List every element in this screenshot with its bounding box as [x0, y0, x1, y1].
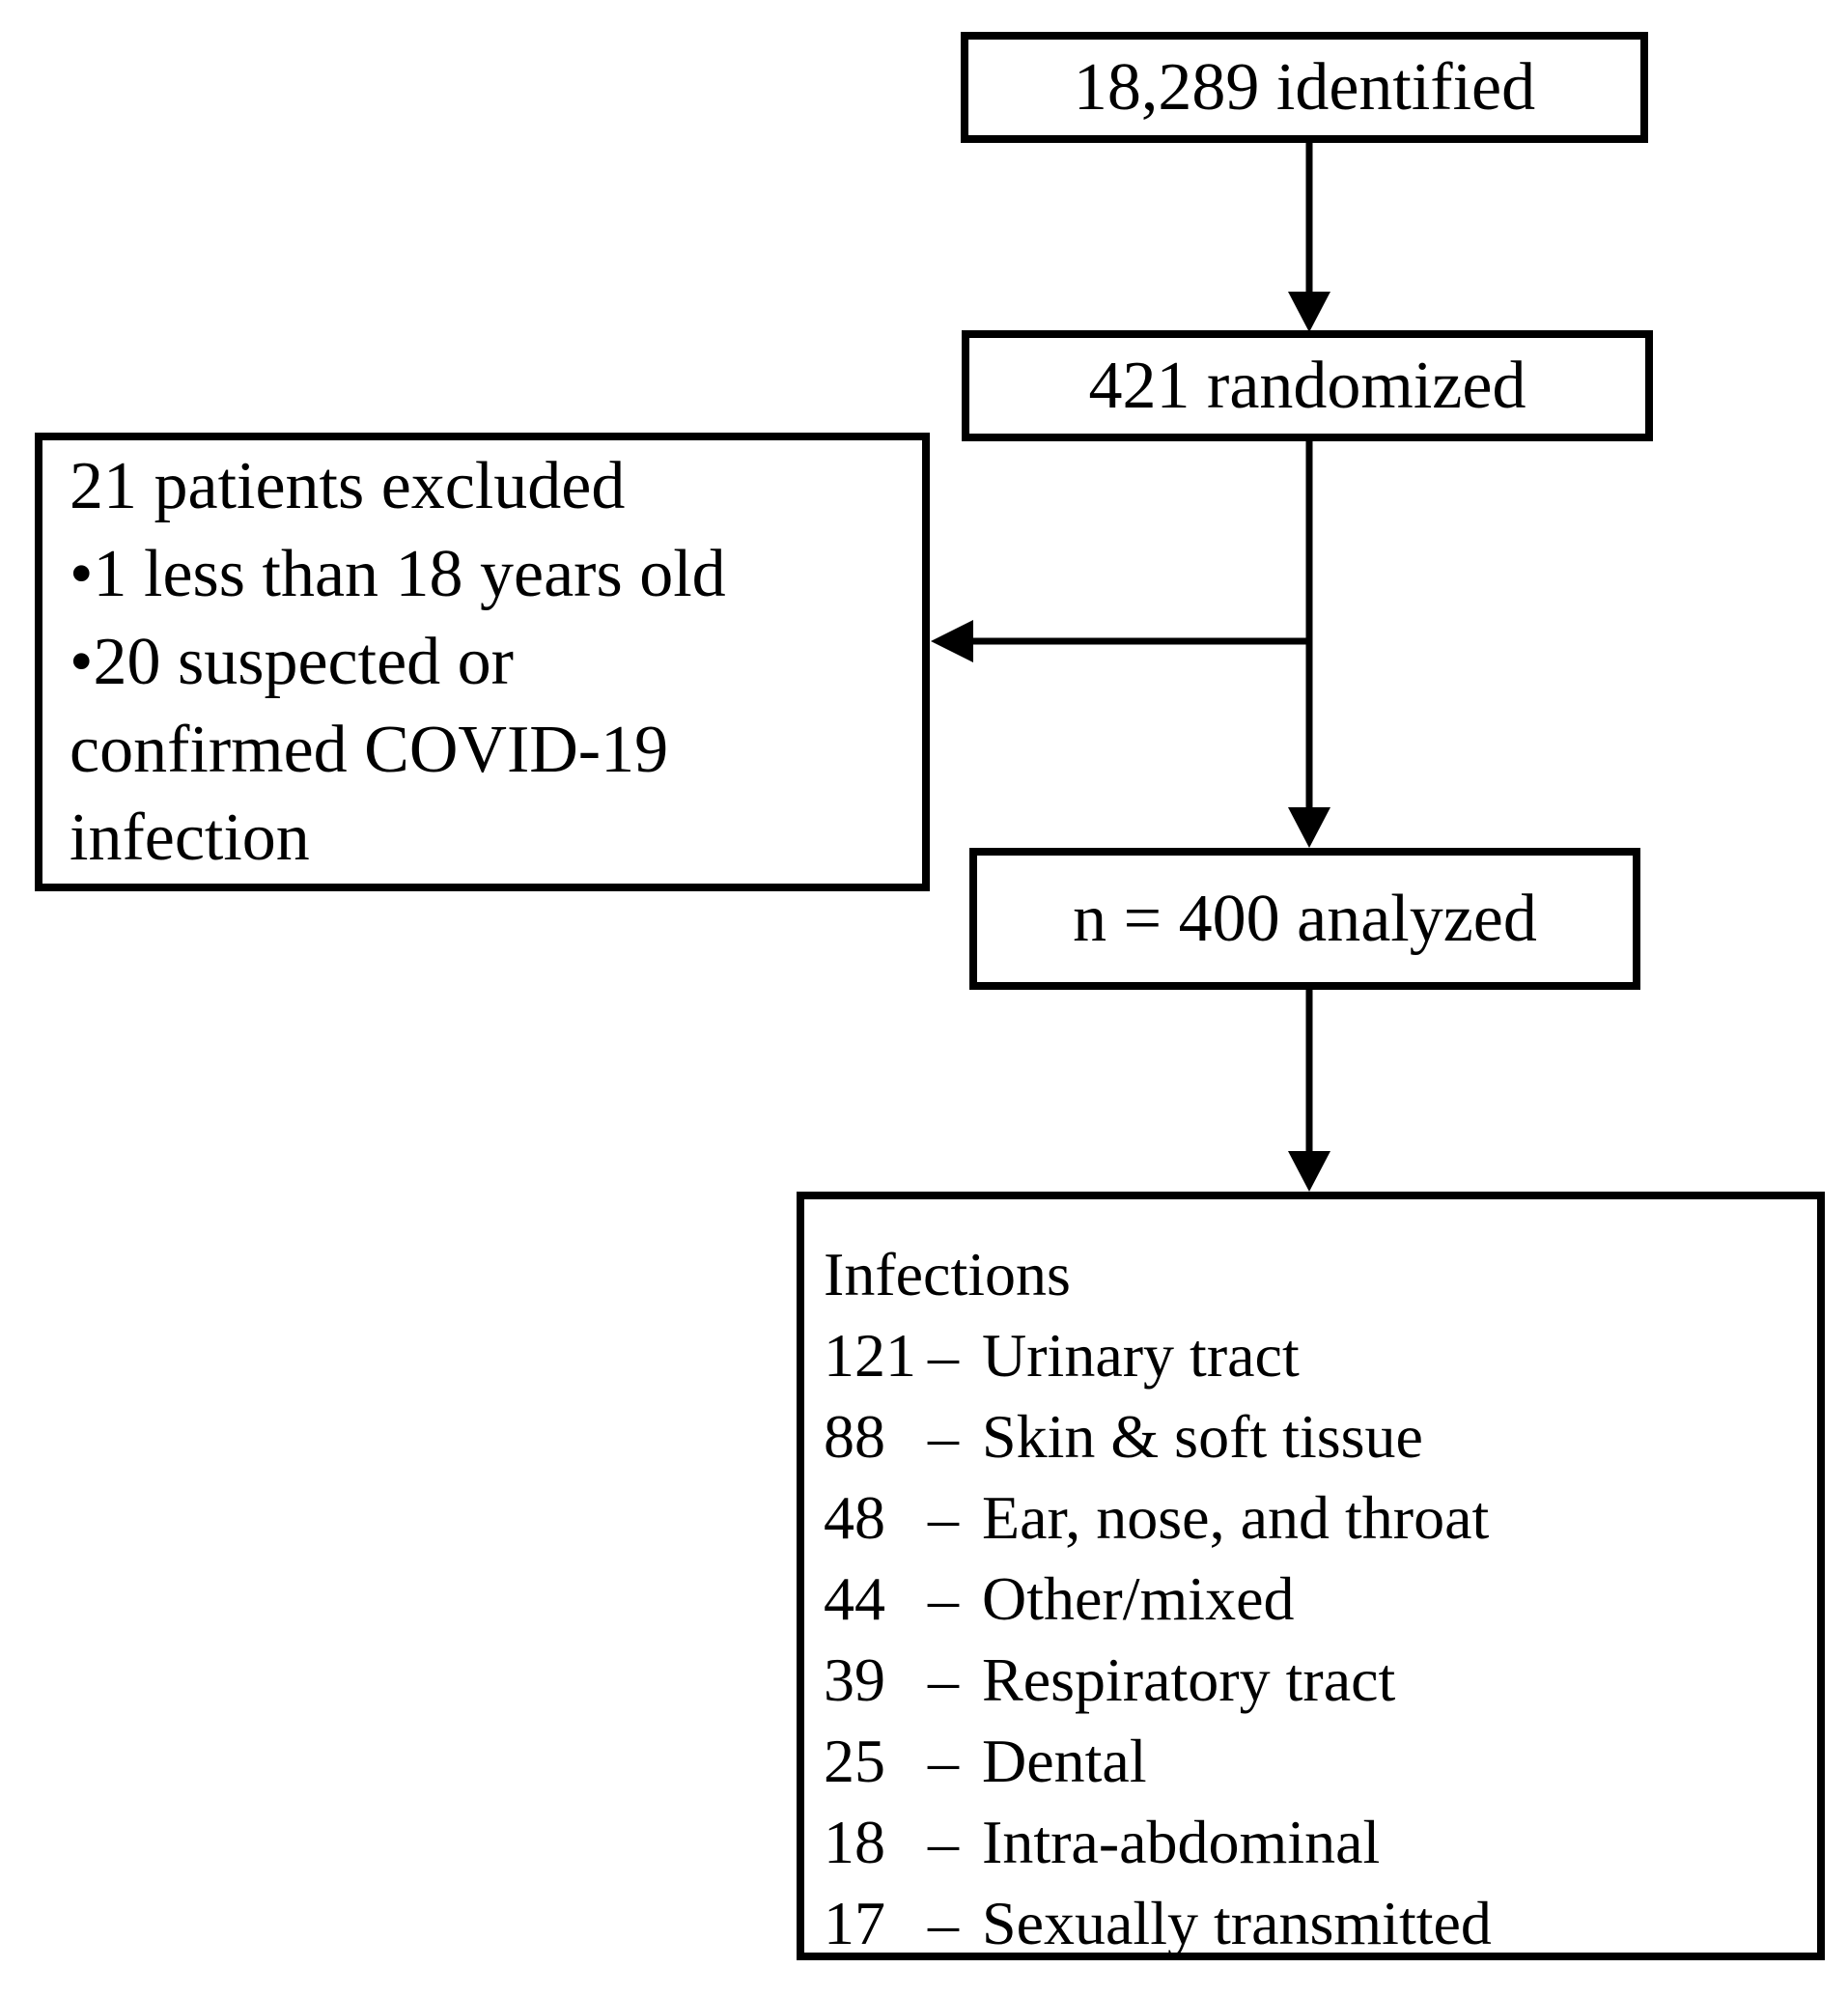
box-randomized: 421 randomized: [962, 330, 1653, 441]
infections-title: Infections: [824, 1240, 1071, 1308]
identified-label: 18,289 identified: [1073, 49, 1536, 125]
separator-dash: –: [928, 1402, 959, 1471]
infection-label: Intra-abdominal: [982, 1808, 1381, 1876]
infection-count: 48: [824, 1483, 885, 1552]
arrow-identified-to-randomized: [1288, 143, 1330, 332]
separator-dash: –: [928, 1564, 959, 1633]
infection-item: 25–Dental: [824, 1721, 1147, 1802]
excluded-line: •1 less than 18 years old: [70, 537, 726, 611]
infection-label: Skin & soft tissue: [982, 1402, 1423, 1471]
infection-item: 44–Other/mixed: [824, 1559, 1294, 1640]
infection-count: 39: [824, 1645, 885, 1714]
infection-count: 44: [824, 1564, 885, 1633]
infection-count: 121: [824, 1321, 916, 1390]
infection-count: 88: [824, 1402, 885, 1471]
infection-item: 18–Intra-abdominal: [824, 1802, 1380, 1883]
separator-dash: –: [928, 1808, 959, 1876]
infection-label: Sexually transmitted: [982, 1889, 1492, 1957]
separator-dash: –: [928, 1727, 959, 1795]
infection-item: 39–Respiratory tract: [824, 1640, 1395, 1721]
arrow-randomized-to-analyzed: [1288, 441, 1330, 848]
separator-dash: –: [928, 1483, 959, 1552]
box-analyzed: n = 400 analyzed: [969, 848, 1640, 990]
excluded-line: 21 patients excluded: [70, 449, 626, 523]
infection-label: Ear, nose, and throat: [982, 1483, 1490, 1552]
excluded-line: infection: [70, 801, 310, 875]
infection-label: Dental: [982, 1727, 1147, 1795]
infection-item: 48–Ear, nose, and throat: [824, 1477, 1489, 1559]
infection-label: Respiratory tract: [982, 1645, 1396, 1714]
infection-count: 25: [824, 1727, 885, 1795]
infection-count: 17: [824, 1889, 885, 1957]
box-excluded: 21 patients excluded •1 less than 18 yea…: [35, 433, 930, 891]
infection-item: 17–Sexually transmitted: [824, 1883, 1492, 1964]
infection-count: 18: [824, 1808, 885, 1876]
infection-item: 121–Urinary tract: [824, 1315, 1300, 1396]
box-identified: 18,289 identified: [961, 32, 1648, 143]
arrow-analyzed-to-infections: [1288, 990, 1330, 1192]
box-infections: Infections 121–Urinary tract 88–Skin & s…: [797, 1192, 1825, 1960]
arrow-branch-to-excluded: [931, 620, 1309, 662]
infection-label: Urinary tract: [982, 1321, 1300, 1390]
analyzed-label: n = 400 analyzed: [1073, 881, 1537, 956]
separator-dash: –: [928, 1889, 959, 1957]
excluded-line: confirmed COVID-19: [70, 713, 669, 787]
separator-dash: –: [928, 1645, 959, 1714]
infection-item: 88–Skin & soft tissue: [824, 1396, 1423, 1477]
separator-dash: –: [928, 1321, 959, 1390]
randomized-label: 421 randomized: [1088, 348, 1526, 423]
infection-label: Other/mixed: [982, 1564, 1295, 1633]
excluded-line: •20 suspected or: [70, 625, 514, 699]
